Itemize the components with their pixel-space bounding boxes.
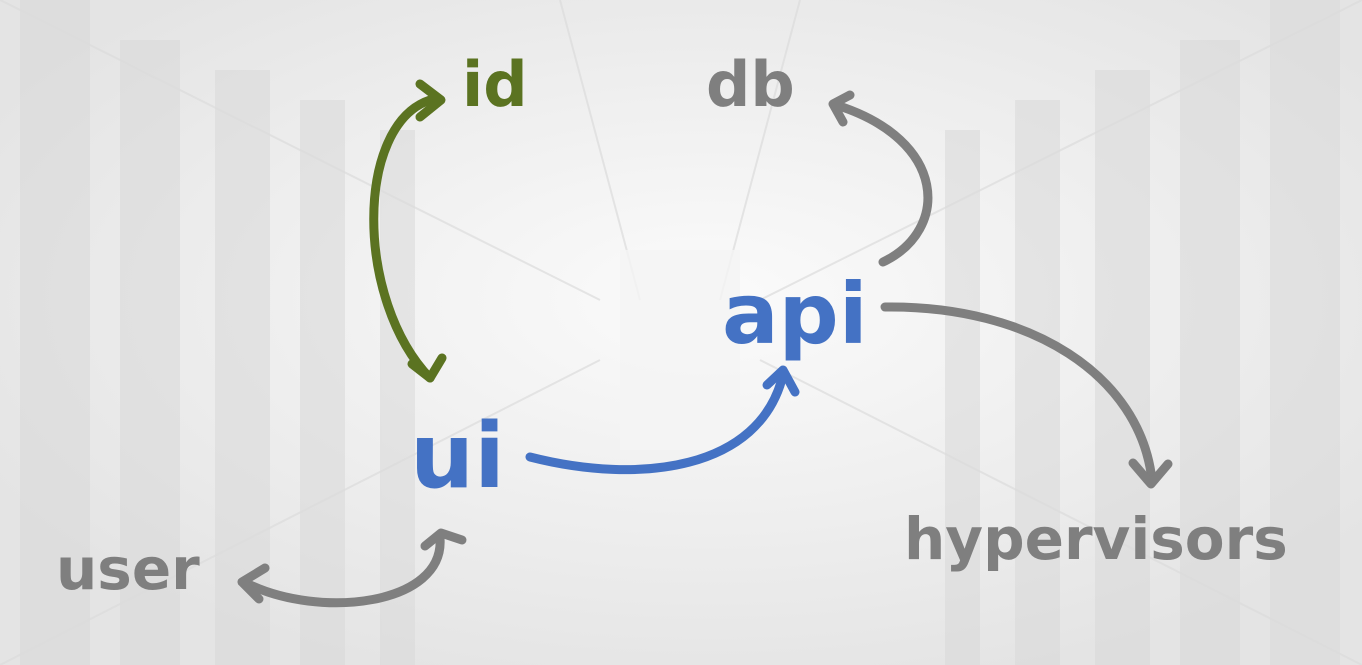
node-id: id bbox=[462, 48, 528, 121]
node-hypervisors: hypervisors bbox=[904, 505, 1288, 573]
node-api: api bbox=[722, 265, 868, 363]
node-user: user bbox=[56, 535, 200, 603]
edge-ui-api bbox=[525, 365, 800, 474]
node-db: db bbox=[706, 48, 795, 121]
edge-api-hypervisors bbox=[880, 302, 1173, 489]
node-ui: ui bbox=[410, 404, 505, 509]
edge-api-db bbox=[828, 90, 933, 267]
edge-ui-user bbox=[237, 528, 467, 608]
edge-ui-id bbox=[369, 79, 447, 383]
